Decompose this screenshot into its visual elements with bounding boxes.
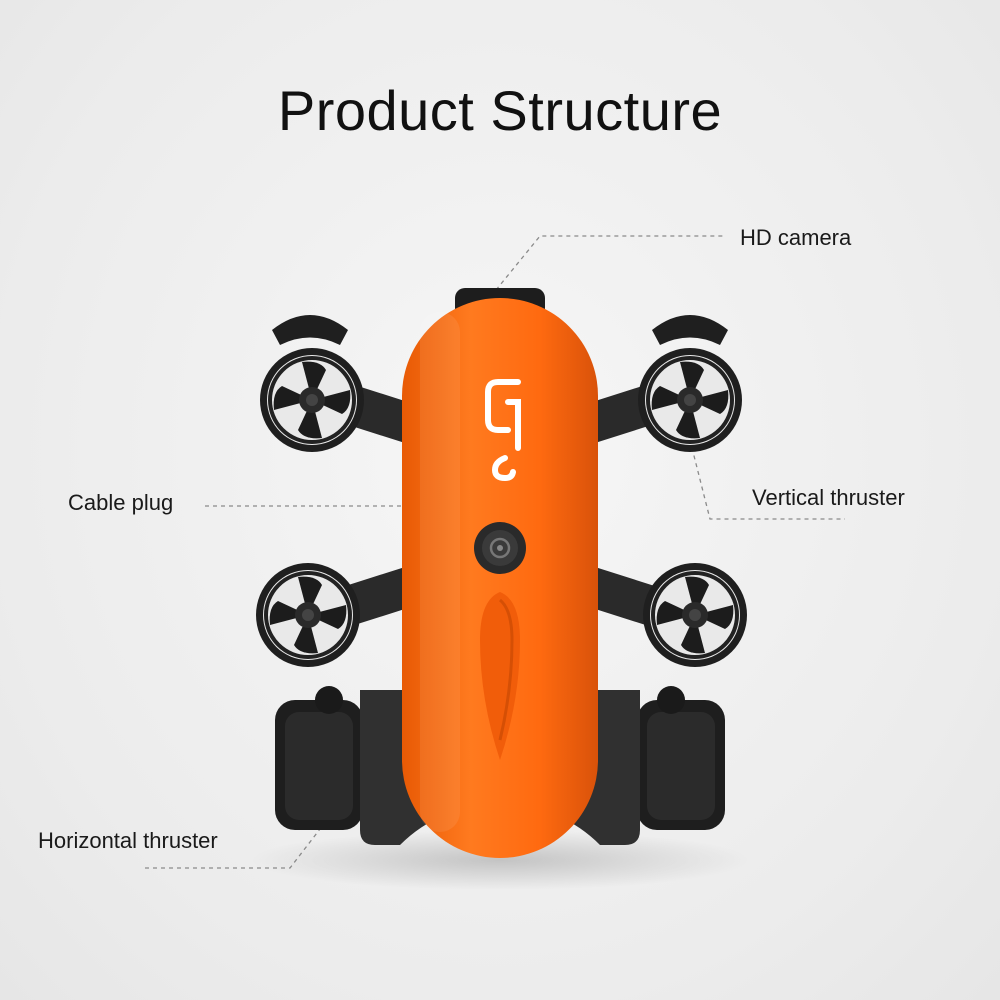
- brand-logo: [485, 379, 521, 482]
- vertical-thruster-label: Vertical thruster: [752, 485, 905, 510]
- hull-fin: [480, 592, 520, 760]
- horizontal-thruster-left: [275, 686, 363, 830]
- vertical-thruster-front-right: [636, 315, 744, 454]
- vertical-thruster-leader: [689, 439, 845, 520]
- orange-hull: [402, 298, 598, 858]
- page-title: Product Structure: [277, 79, 723, 142]
- horizontal-thruster-right: [637, 686, 725, 830]
- cable-plug: [474, 522, 526, 574]
- vertical-thruster-front-left: [258, 315, 366, 454]
- vertical-thruster-rear-left: [254, 561, 362, 669]
- cable-plug-label: Cable plug: [68, 490, 174, 515]
- hd-camera-label: HD camera: [740, 225, 852, 250]
- hd-camera-leader: [495, 235, 725, 291]
- vertical-thruster-rear-right: [641, 561, 749, 669]
- horizontal-thruster-label: Horizontal thruster: [38, 828, 218, 853]
